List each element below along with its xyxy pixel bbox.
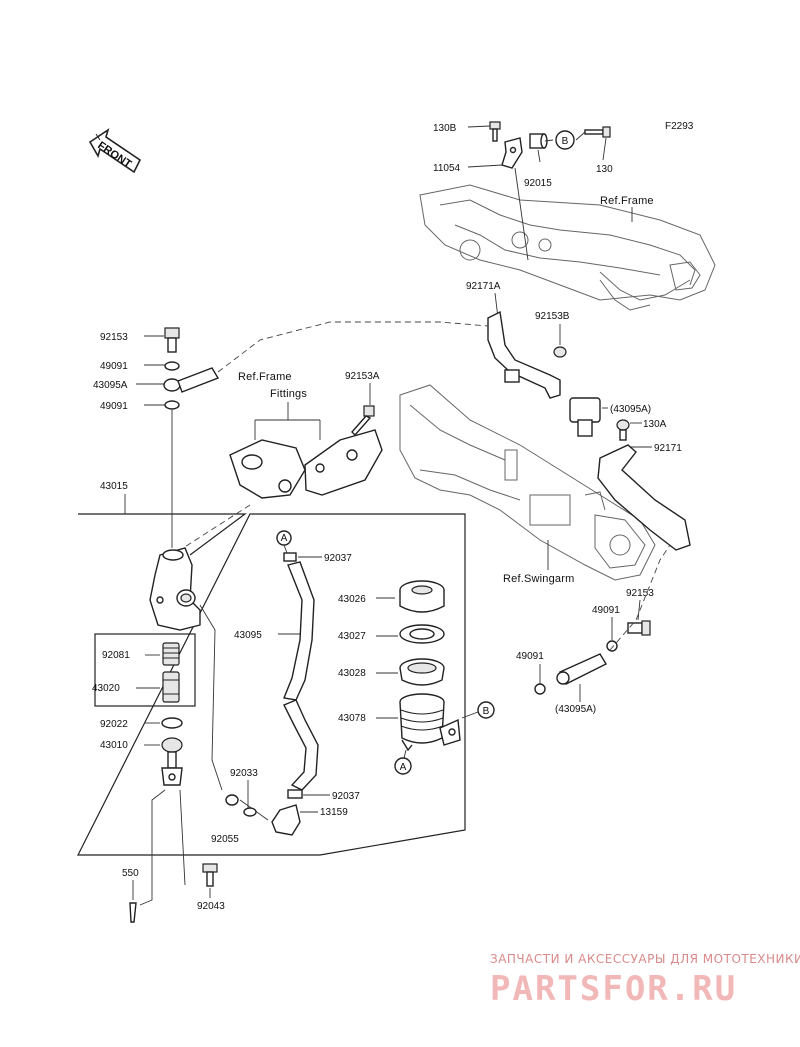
frame-ghost <box>419 184 716 311</box>
callout-49091-right-upper: 49091 <box>592 605 620 616</box>
circlip-92033 <box>243 807 257 817</box>
ref-marker-b-mid-label: B <box>483 706 490 717</box>
callout-92037-bottom: 92037 <box>332 791 360 802</box>
guide-92171a <box>487 310 561 399</box>
callout-ref-swingarm: Ref.Swingarm <box>503 573 574 585</box>
callout-92033: 92033 <box>230 768 258 779</box>
piston-43020 <box>162 671 180 703</box>
callout-43095a-right-1: (43095A) <box>610 404 651 415</box>
callout-130: 130 <box>596 164 613 175</box>
callout-ref-frame-fittings-2: Fittings <box>270 388 307 400</box>
bolt-130b <box>489 121 501 142</box>
callout-130a: 130A <box>643 419 667 430</box>
master-cylinder-body <box>149 547 201 631</box>
reservoir-cap-43026 <box>399 580 445 613</box>
callout-92081: 92081 <box>102 650 130 661</box>
push-rod-43010 <box>161 737 183 786</box>
callout-49091-left-lower: 49091 <box>100 401 128 412</box>
ref-marker-b-mid: B <box>477 701 495 719</box>
frame-fittings-bracket <box>229 429 383 499</box>
bolt-92153b <box>553 346 567 358</box>
callout-ref-frame-fittings-1: Ref.Frame <box>238 371 292 383</box>
washer-49091-left-lower <box>164 400 180 410</box>
figure-code: F2293 <box>665 121 694 132</box>
callout-43095a-right-2: (43095A) <box>555 704 596 715</box>
callout-92055: 92055 <box>211 834 239 845</box>
bracket-92015 <box>501 137 523 169</box>
collar-part <box>529 133 548 149</box>
washer-49091-right-lower <box>534 683 546 695</box>
banjo-fitting-43095a-right <box>556 653 607 685</box>
callout-13159: 13159 <box>320 807 348 818</box>
callout-43026: 43026 <box>338 594 366 605</box>
clamp-92037-bottom <box>287 789 303 799</box>
spring-92081 <box>162 642 180 666</box>
callout-92171a: 92171A <box>466 281 501 292</box>
callout-550: 550 <box>122 868 139 879</box>
washer-49091-right-upper <box>606 640 618 652</box>
reservoir-43078 <box>399 693 461 752</box>
circlip-92022 <box>161 717 183 729</box>
bolt-130 <box>584 126 611 138</box>
callout-92153-right: 92153 <box>626 588 654 599</box>
callout-43095: 43095 <box>234 630 262 641</box>
cotter-pin-550 <box>129 902 137 923</box>
callout-92037-top: 92037 <box>324 553 352 564</box>
callout-43010: 43010 <box>100 740 128 751</box>
watermark-tagline: ЗАПЧАСТИ И АКСЕССУАРЫ ДЛЯ МОТОТЕХНИКИ <box>490 952 800 966</box>
callout-92022: 92022 <box>100 719 128 730</box>
diaphragm-plate-43027 <box>399 624 445 644</box>
ref-marker-a-top: A <box>276 530 292 546</box>
swingarm-ghost <box>399 384 656 581</box>
guide-92171 <box>597 444 691 551</box>
callout-43015: 43015 <box>100 481 128 492</box>
ref-marker-a-mid-label: A <box>400 762 407 773</box>
callout-49091-left-upper: 49091 <box>100 361 128 372</box>
diaphragm-43028 <box>399 658 445 686</box>
callout-43095a-left: 43095A <box>93 380 128 391</box>
callout-92153-left: 92153 <box>100 332 128 343</box>
callout-11054: 11054 <box>433 163 461 174</box>
inner-kit-box <box>94 633 196 707</box>
callout-43028: 43028 <box>338 668 366 679</box>
washer-49091-left-upper <box>164 361 180 371</box>
bolt-92153-left <box>164 327 180 353</box>
callout-ref-frame: Ref.Frame <box>600 195 654 207</box>
callout-92043: 92043 <box>197 901 225 912</box>
ref-marker-a-top-label: A <box>281 533 288 544</box>
callout-92171: 92171 <box>654 443 682 454</box>
fitting-43095a-right <box>569 397 601 437</box>
callout-92153a: 92153A <box>345 371 380 382</box>
bolt-130a <box>616 419 630 441</box>
oring-92055 <box>225 794 239 806</box>
elbow-13159 <box>271 804 301 836</box>
ref-marker-b-top: B <box>555 130 575 150</box>
watermark-logo: PARTSFOR.RU <box>490 969 737 1009</box>
ref-marker-b-top-label: B <box>562 136 569 147</box>
front-arrow-icon: FRONT <box>88 128 142 174</box>
pin-92043 <box>202 863 218 887</box>
callout-92015: 92015 <box>524 178 552 189</box>
clamp-92037-top <box>283 552 297 562</box>
bolt-92153-right <box>627 620 651 636</box>
callout-130b: 130B <box>433 123 457 134</box>
ref-marker-a-mid: A <box>394 757 412 775</box>
callout-92153b: 92153B <box>535 311 570 322</box>
callout-43078: 43078 <box>338 713 366 724</box>
callout-43027: 43027 <box>338 631 366 642</box>
callout-49091-right-lower: 49091 <box>516 651 544 662</box>
callout-43020: 43020 <box>92 683 120 694</box>
hose-43095 <box>283 561 319 791</box>
banjo-fitting-43095a-left <box>163 367 220 393</box>
